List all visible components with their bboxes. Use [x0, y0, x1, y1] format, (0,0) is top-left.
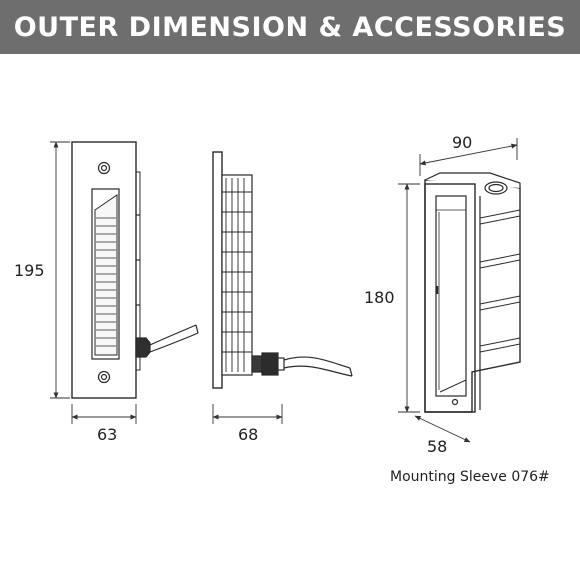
side-depth-label: 68 [238, 425, 258, 444]
screw-bottom-icon [97, 370, 111, 384]
cable-gland [135, 337, 151, 358]
sleeve-opening [435, 195, 467, 397]
sleeve-depth-label: 58 [427, 437, 447, 456]
front-height-label: 195 [14, 261, 45, 280]
front-view [71, 141, 199, 399]
side-housing [221, 174, 253, 376]
cable [149, 324, 197, 346]
front-width-label: 63 [97, 425, 117, 444]
sleeve-frame [424, 183, 476, 413]
front-dimensions [50, 141, 137, 424]
side-plate [212, 151, 223, 389]
sleeve-screw-icon [451, 398, 459, 406]
mounting-sleeve [424, 172, 521, 413]
side-dimensions [212, 404, 283, 424]
header-bar: OUTER DIMENSION & ACCESSORIES [0, 0, 580, 54]
side-cable [283, 356, 351, 369]
side-view [212, 151, 353, 389]
sleeve-height-label: 180 [364, 288, 395, 307]
heatsink-fins [222, 178, 252, 372]
connector [251, 355, 263, 373]
louver-lines [96, 217, 116, 347]
page-title: OUTER DIMENSION & ACCESSORIES [13, 11, 567, 43]
sleeve-caption: Mounting Sleeve 076# [390, 469, 550, 485]
screw-top-icon [97, 161, 111, 175]
sleeve-width-label: 90 [452, 133, 472, 152]
sleeve-ribs [479, 209, 521, 353]
sleeve-dimensions [398, 138, 518, 443]
